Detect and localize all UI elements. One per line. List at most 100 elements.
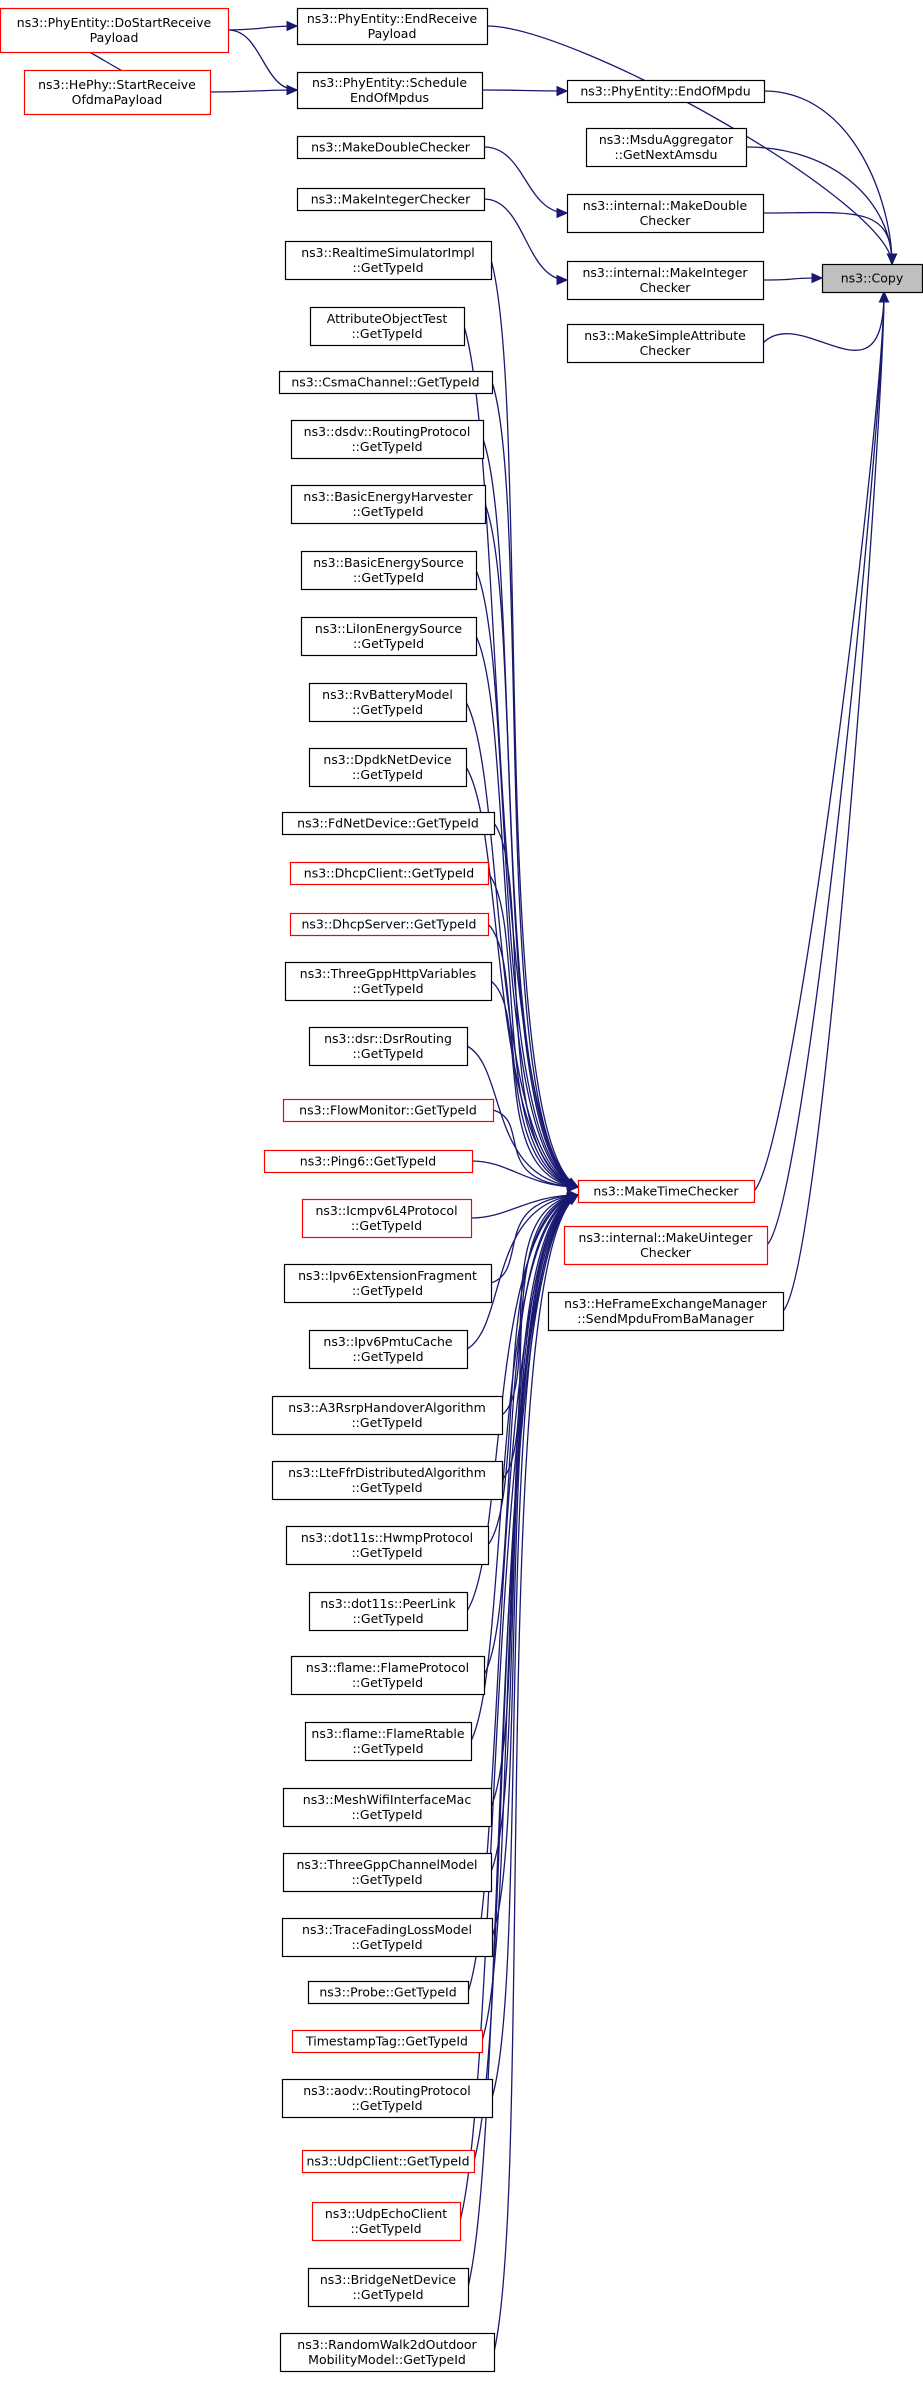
arrowhead <box>811 272 824 284</box>
node-l28[interactable]: ns3::Probe::GetTypeId <box>307 1980 470 2005</box>
node-label-line: ns3::DhcpServer::GetTypeId <box>302 917 477 932</box>
node-heFrame[interactable]: ns3::HeFrameExchangeManager::SendMpduFro… <box>547 1291 785 1332</box>
edge-l34-to-timeChecker <box>493 1194 579 2353</box>
node-l10[interactable]: ns3::DhcpClient::GetTypeId <box>289 861 490 886</box>
node-box <box>279 2332 496 2373</box>
node-l14[interactable]: ns3::FlowMonitor::GetTypeId <box>282 1098 495 1123</box>
node-l3[interactable]: ns3::dsdv::RoutingProtocol::GetTypeId <box>290 419 485 460</box>
node-label-line: ns3::dsdv::RoutingProtocol <box>304 424 471 439</box>
node-l2[interactable]: ns3::CsmaChannel::GetTypeId <box>278 370 494 395</box>
node-l26[interactable]: ns3::ThreeGppChannelModel::GetTypeId <box>282 1852 493 1893</box>
node-box <box>296 135 486 160</box>
node-label-line: AttributeObjectTest <box>327 311 448 326</box>
node-l31[interactable]: ns3::UdpClient::GetTypeId <box>301 2149 476 2174</box>
node-box <box>307 1980 470 2005</box>
node-label-line: ns3::ThreeGppChannelModel <box>296 1857 477 1872</box>
node-label-line: ns3::Probe::GetTypeId <box>319 1985 456 2000</box>
node-l22[interactable]: ns3::dot11s::PeerLink::GetTypeId <box>308 1591 469 1632</box>
node-label-line: ns3::RandomWalk2dOutdoor <box>297 2337 477 2352</box>
node-box <box>284 240 493 281</box>
node-l34[interactable]: ns3::RandomWalk2dOutdoorMobilityModel::G… <box>279 2332 496 2373</box>
node-l15[interactable]: ns3::Ping6::GetTypeId <box>263 1149 474 1174</box>
node-l19[interactable]: ns3::A3RsrpHandoverAlgorithm::GetTypeId <box>271 1395 504 1436</box>
node-box <box>304 1721 473 1762</box>
node-l16[interactable]: ns3::Icmpv6L4Protocol::GetTypeId <box>301 1198 473 1239</box>
node-l13[interactable]: ns3::dsr::DsrRouting::GetTypeId <box>308 1026 469 1067</box>
node-l24[interactable]: ns3::flame::FlameRtable::GetTypeId <box>304 1721 473 1762</box>
node-box <box>308 682 468 723</box>
node-label-line: ::GetTypeId <box>351 2098 422 2113</box>
node-l25[interactable]: ns3::MeshWifiInterfaceMac::GetTypeId <box>282 1787 493 1828</box>
node-label-line: ::GetTypeId <box>351 1872 422 1887</box>
node-endOfMpdu[interactable]: ns3::PhyEntity::EndOfMpdu <box>566 79 766 104</box>
node-intInteger[interactable]: ns3::internal::MakeIntegerChecker <box>566 260 765 301</box>
node-l11[interactable]: ns3::DhcpServer::GetTypeId <box>289 912 490 937</box>
node-l27[interactable]: ns3::TraceFadingLossModel::GetTypeId <box>281 1917 494 1958</box>
node-layer: ns3::Copy ns3::PhyEntity::DoStartReceiveP… <box>0 7 923 2373</box>
node-box <box>282 1098 495 1123</box>
node-mkDoubleChk[interactable]: ns3::MakeDoubleChecker <box>296 135 486 160</box>
node-label-line: ::GetTypeId <box>353 570 424 585</box>
node-box <box>289 861 490 886</box>
node-l30[interactable]: ns3::aodv::RoutingProtocol::GetTypeId <box>281 2078 494 2119</box>
node-box <box>300 616 478 657</box>
node-l8[interactable]: ns3::DpdkNetDevice::GetTypeId <box>308 747 468 788</box>
node-label-line: ns3::DhcpClient::GetTypeId <box>304 866 474 881</box>
node-mkIntChk[interactable]: ns3::MakeIntegerChecker <box>296 187 486 212</box>
node-label-line: ::GetTypeId <box>351 1415 422 1430</box>
node-label-line: ns3::UdpClient::GetTypeId <box>306 2154 469 2169</box>
node-box <box>290 1655 486 1696</box>
node-l1[interactable]: AttributeObjectTest::GetTypeId <box>309 306 466 347</box>
node-box <box>308 747 468 788</box>
node-l33[interactable]: ns3::BridgeNetDevice::GetTypeId <box>307 2267 470 2308</box>
edge-doStart-to-schedEnd <box>227 29 298 91</box>
node-box <box>585 127 748 168</box>
node-l4[interactable]: ns3::BasicEnergyHarvester::GetTypeId <box>290 484 487 525</box>
node-l5[interactable]: ns3::BasicEnergySource::GetTypeId <box>300 550 478 591</box>
node-label-line: ns3::aodv::RoutingProtocol <box>303 2083 471 2098</box>
node-l21[interactable]: ns3::dot11s::HwmpProtocol::GetTypeId <box>285 1525 490 1566</box>
node-box <box>289 912 490 937</box>
node-label-line: ns3::Ipv6ExtensionFragment <box>298 1268 477 1283</box>
node-l32[interactable]: ns3::UdpEchoClient::GetTypeId <box>311 2201 462 2242</box>
node-intDouble[interactable]: ns3::internal::MakeDoubleChecker <box>566 193 765 234</box>
node-l12[interactable]: ns3::ThreeGppHttpVariables::GetTypeId <box>284 961 493 1002</box>
node-box <box>296 187 486 212</box>
node-l17[interactable]: ns3::Ipv6ExtensionFragment::GetTypeId <box>283 1263 493 1304</box>
node-label-line: ns3::HeFrameExchangeManager <box>564 1296 768 1311</box>
node-l9[interactable]: ns3::FdNetDevice::GetTypeId <box>281 811 496 836</box>
arrowhead <box>567 1181 580 1193</box>
node-msdu[interactable]: ns3::MsduAggregator::GetNextAmsdu <box>585 127 748 168</box>
node-l6[interactable]: ns3::LiIonEnergySource::GetTypeId <box>300 616 478 657</box>
node-box <box>282 1787 493 1828</box>
node-l7[interactable]: ns3::RvBatteryModel::GetTypeId <box>308 682 468 723</box>
node-box <box>282 1852 493 1893</box>
edge-l12-to-timeChecker <box>490 980 579 1188</box>
edge-msdu-to-copy <box>745 146 893 265</box>
node-l23[interactable]: ns3::flame::FlameProtocol::GetTypeId <box>290 1655 486 1696</box>
edge-mkIntChk-to-intInteger <box>483 198 568 281</box>
node-l29[interactable]: TimestampTag::GetTypeId <box>291 2029 484 2054</box>
edge-l11-to-timeChecker <box>487 923 579 1188</box>
edge-intInteger-to-copy <box>762 277 823 281</box>
node-label-line: TimestampTag::GetTypeId <box>305 2034 468 2049</box>
node-l0[interactable]: ns3::RealtimeSimulatorImpl::GetTypeId <box>284 240 493 281</box>
node-copy[interactable]: ns3::Copy <box>821 263 923 294</box>
edge-l0-to-timeChecker <box>490 259 579 1188</box>
node-l20[interactable]: ns3::LteFfrDistributedAlgorithm::GetType… <box>271 1460 504 1501</box>
node-label-line: ::GetTypeId <box>352 1283 423 1298</box>
edge-l14-to-timeChecker <box>492 1109 579 1188</box>
node-label-line: ::GetTypeId <box>351 326 422 341</box>
node-timeChecker[interactable]: ns3::MakeTimeChecker <box>577 1179 756 1204</box>
node-label-line: ::GetTypeId <box>352 1349 423 1364</box>
node-l18[interactable]: ns3::Ipv6PmtuCache::GetTypeId <box>308 1329 469 1370</box>
node-box <box>308 1329 469 1370</box>
node-label-line: ns3::MeshWifiInterfaceMac <box>303 1792 472 1807</box>
node-label-line: ns3::internal::MakeInteger <box>582 265 748 280</box>
